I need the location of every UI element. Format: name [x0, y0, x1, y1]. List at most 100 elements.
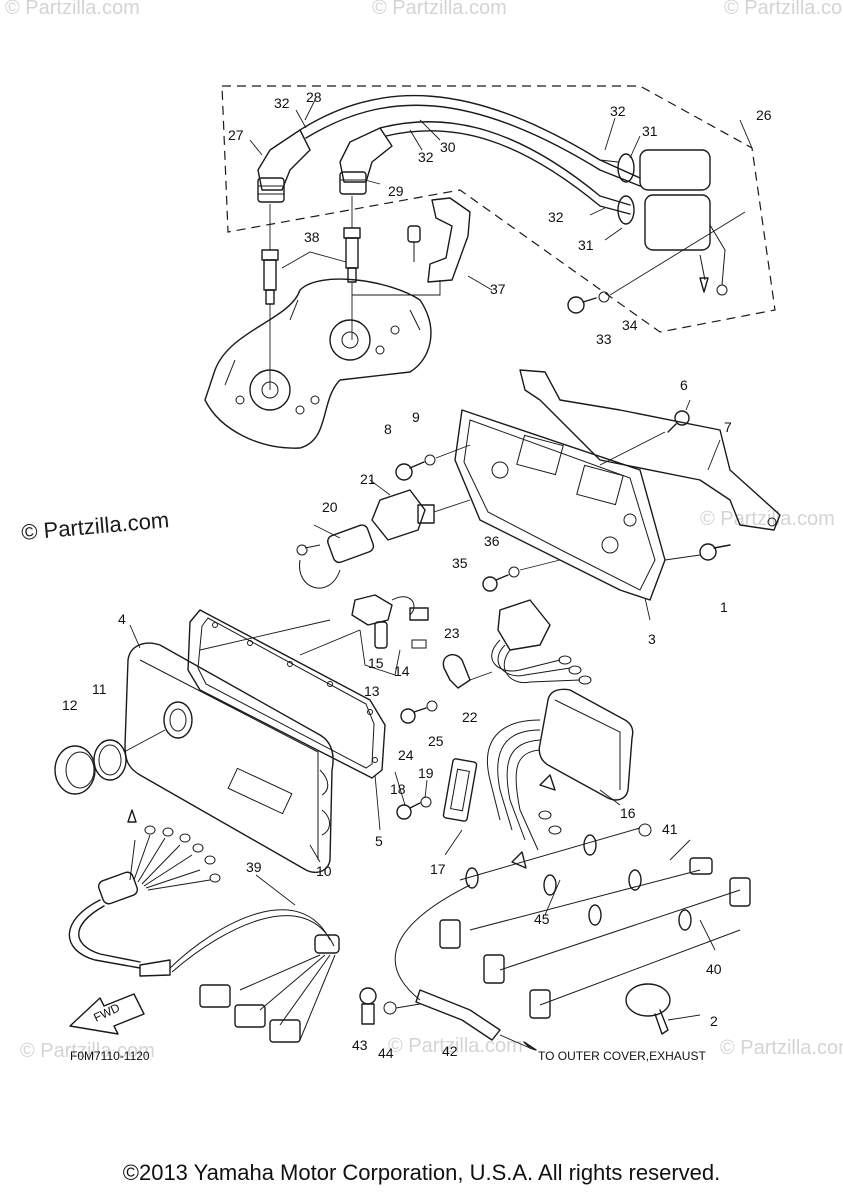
callout-27: 27 — [228, 127, 244, 143]
callout-12: 12 — [62, 697, 78, 713]
watermark-top-right: © Partzilla.com — [724, 0, 843, 19]
ignition-coil-upper — [599, 149, 711, 191]
callout-32-lower-right: 32 — [548, 209, 564, 225]
watermark-bottom-left: © Partzilla.com — [20, 1040, 155, 1062]
bolt-1 — [664, 543, 731, 561]
cover-oring — [93, 729, 166, 781]
callout-36: 36 — [484, 533, 500, 549]
watermark-brand: © Partzilla.com — [20, 507, 170, 545]
copyright-notice: ©2013 Yamaha Motor Corporation, U.S.A. A… — [122, 1160, 721, 1185]
callout-5: 5 — [375, 833, 383, 849]
callout-41: 41 — [662, 821, 678, 837]
spark-plug-right — [343, 196, 361, 340]
callout-9: 9 — [412, 409, 420, 425]
callout-32-upper-right: 32 — [610, 103, 626, 119]
callout-35: 35 — [452, 555, 468, 571]
callout-16: 16 — [620, 805, 636, 821]
callout-17: 17 — [430, 861, 446, 877]
spark-plug-cap-right — [339, 127, 393, 195]
diagram-code: F0M7110-1120 — [70, 1049, 150, 1063]
callout-33: 33 — [596, 331, 612, 347]
watermark-top-left: © Partzilla.com — [5, 0, 140, 19]
bolt-6 — [599, 410, 690, 466]
fuse-holder — [351, 594, 429, 676]
callout-3: 3 — [648, 631, 656, 647]
cylinder-head — [204, 278, 432, 449]
high-tension-cords — [299, 94, 641, 215]
callout-25: 25 — [428, 733, 444, 749]
cover-cap — [54, 745, 96, 795]
callout-29: 29 — [388, 183, 404, 199]
callout-13: 13 — [364, 683, 380, 699]
callout-40: 40 — [706, 961, 722, 977]
leader-lines — [129, 99, 753, 1021]
callout-31-upper: 31 — [642, 123, 658, 139]
starter-relay — [296, 524, 375, 589]
callout-34: 34 — [622, 317, 638, 333]
cdi-unit — [486, 688, 634, 851]
outer-cover-note: TO OUTER COVER,EXHAUST — [538, 1049, 706, 1063]
callout-28: 28 — [306, 89, 322, 105]
callout-31-lower: 31 — [578, 237, 594, 253]
bolt-8 — [395, 444, 471, 481]
callout-37: 37 — [490, 281, 506, 297]
bracket — [519, 369, 781, 531]
callout-42: 42 — [442, 1043, 458, 1059]
callout-23: 23 — [444, 625, 460, 641]
callout-10: 10 — [316, 863, 332, 879]
callouts: 1 2 3 4 5 6 7 8 9 10 11 12 13 14 15 16 1… — [62, 89, 772, 1061]
gasket — [187, 609, 386, 779]
callout-39: 39 — [246, 859, 262, 875]
wire-clamp — [442, 654, 493, 689]
relay-connector — [371, 489, 471, 541]
watermark-bottom-right: © Partzilla.com — [720, 1037, 843, 1059]
callout-43: 43 — [352, 1037, 368, 1053]
callout-1: 1 — [720, 599, 728, 615]
electrical-box-base — [454, 409, 666, 601]
callout-26: 26 — [756, 107, 772, 123]
bolt-43 — [359, 987, 421, 1025]
coil-bolt — [567, 211, 746, 314]
cable-band — [625, 983, 671, 1035]
callout-21: 21 — [360, 471, 376, 487]
callout-24: 24 — [398, 747, 414, 763]
watermark-top-center: © Partzilla.com — [372, 0, 507, 19]
callout-32-center: 32 — [418, 149, 434, 165]
callout-4: 4 — [118, 611, 126, 627]
wire-harness — [68, 809, 340, 1043]
callout-45: 45 — [534, 911, 550, 927]
spark-plug-cap-left — [257, 129, 311, 203]
fwd-label: FWD — [91, 1000, 122, 1024]
spark-plug-holder — [407, 197, 493, 291]
lead-wires — [439, 823, 751, 1019]
callout-18: 18 — [390, 781, 406, 797]
callout-19: 19 — [418, 765, 434, 781]
callout-2: 2 — [710, 1013, 718, 1029]
callout-22: 22 — [462, 709, 478, 725]
callout-14: 14 — [394, 663, 410, 679]
callout-20: 20 — [322, 499, 338, 515]
callout-30: 30 — [440, 139, 456, 155]
callout-15: 15 — [368, 655, 384, 671]
callout-38: 38 — [304, 229, 320, 245]
connector-holder — [442, 758, 478, 822]
ignition-group-boundary — [221, 85, 776, 333]
rectifier-regulator — [491, 599, 592, 685]
callout-44: 44 — [378, 1045, 394, 1061]
callout-7: 7 — [724, 419, 732, 435]
watermark-mid-right: © Partzilla.com — [700, 508, 835, 530]
watermark-bottom-center: © Partzilla.com — [388, 1035, 523, 1057]
bolt-18 — [396, 796, 432, 820]
fwd-arrow: FWD — [69, 993, 145, 1035]
bolt-24 — [400, 700, 438, 724]
bolt-35 — [482, 559, 561, 592]
callout-8: 8 — [384, 421, 392, 437]
spark-plug-left — [261, 204, 279, 390]
ignition-coil-lower — [617, 194, 728, 296]
callout-6: 6 — [680, 377, 688, 393]
callout-11: 11 — [92, 681, 107, 697]
callout-32-left: 32 — [274, 95, 290, 111]
electrical-box-cover — [124, 619, 334, 873]
sensor-cable — [394, 884, 537, 1051]
